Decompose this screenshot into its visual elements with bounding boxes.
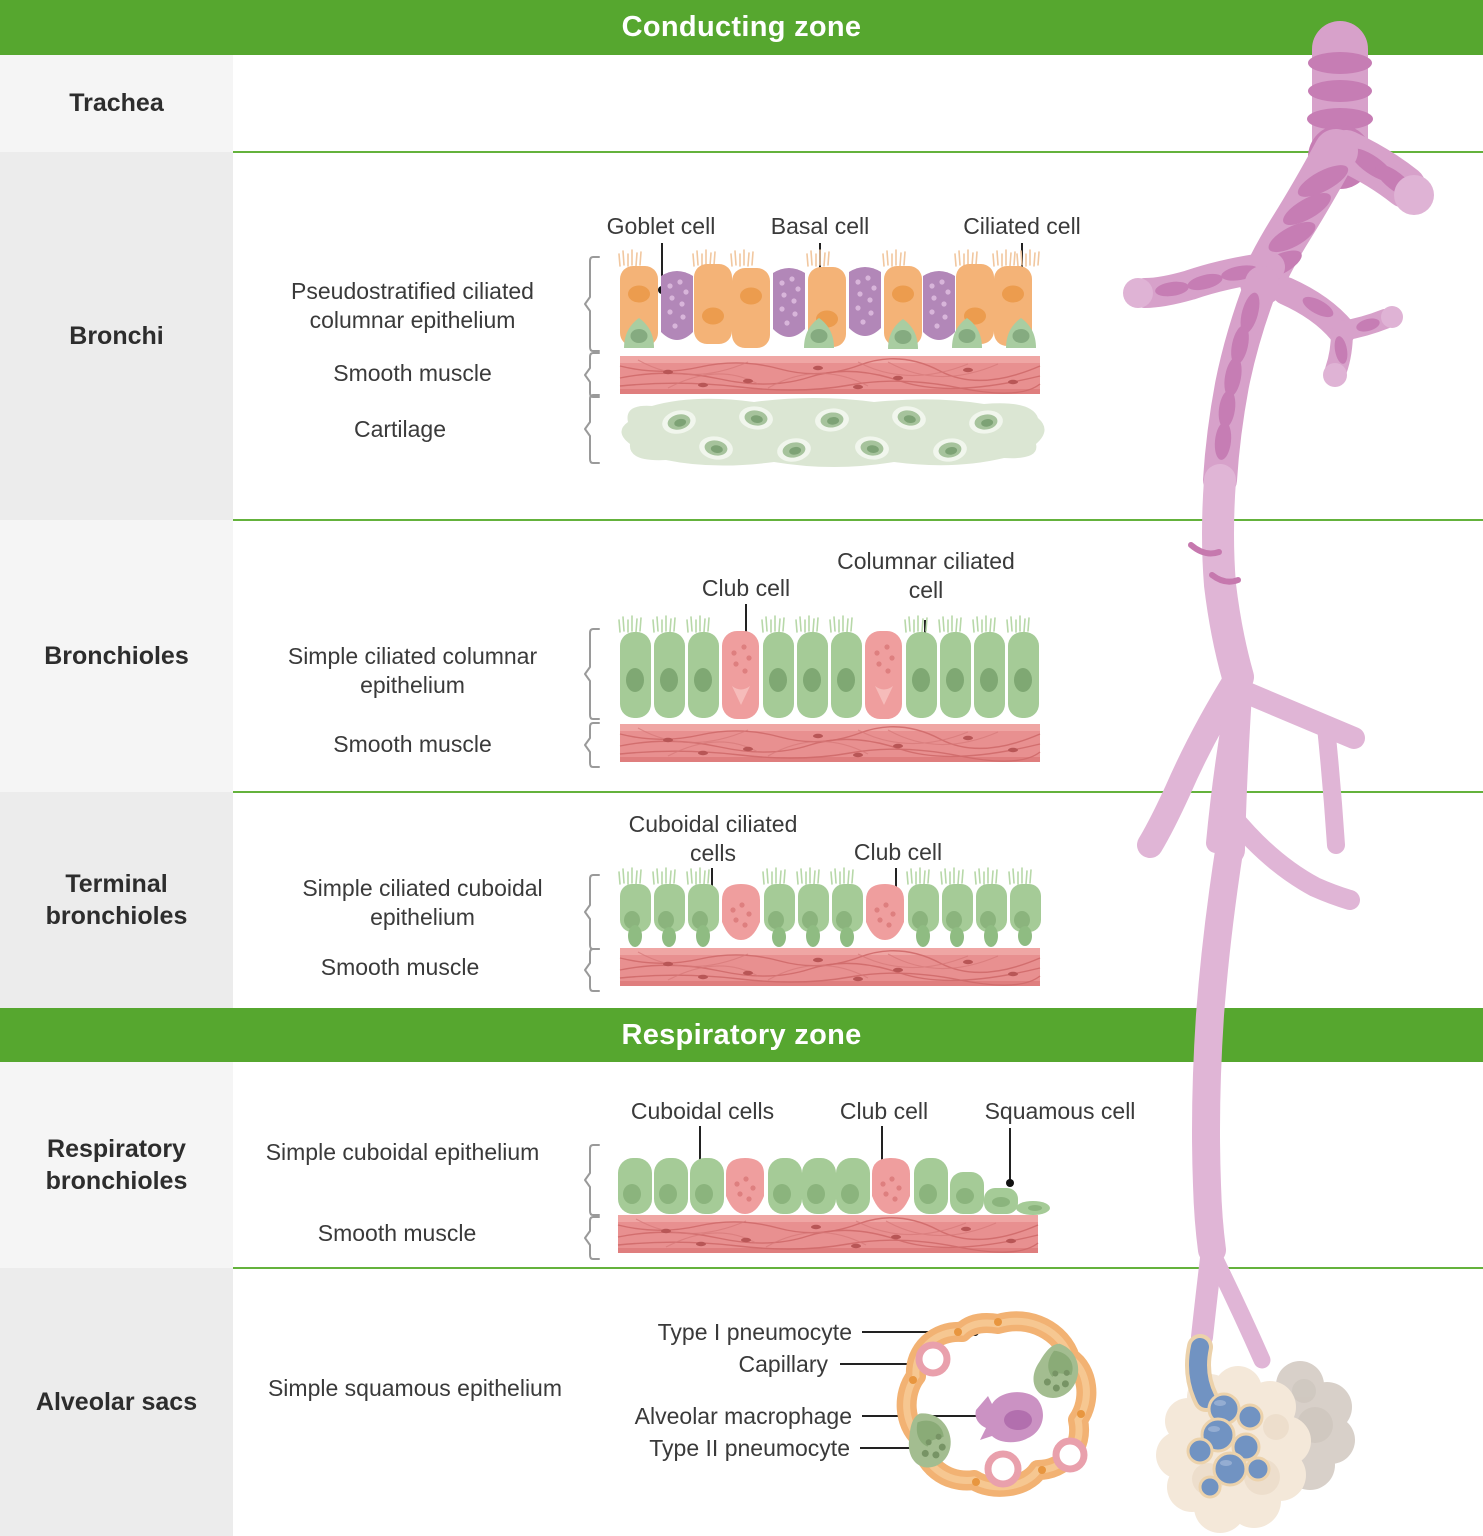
respiratory-smooth-muscle-label: Smooth muscle xyxy=(317,1220,477,1246)
simple-cuboidal-epithelium-label: Simple cuboidal epithelium xyxy=(265,1139,540,1165)
respiratory-zone-title: Respiratory zone xyxy=(621,1018,862,1051)
divider-respiratory-alveolar xyxy=(233,1267,1483,1269)
sidebar-label-bronchioles: Bronchioles xyxy=(44,641,189,670)
simple-ciliated-cuboidal-epithelium-label: Simple ciliated cuboidal epithelium xyxy=(302,875,543,930)
pseudostratified-epithelium-label: Pseudostratified ciliated columnar epith… xyxy=(291,278,534,333)
terminal-smooth-muscle-illustration xyxy=(619,947,1041,987)
sidebar-label-bronchi: Bronchi xyxy=(69,321,164,350)
respiratory-club-pointer-line xyxy=(881,1126,883,1176)
divider-trachea-bronchi xyxy=(233,151,1483,153)
cuboidal-ciliated-pointer-line xyxy=(711,868,713,902)
type-i-pneumocyte-label: Type I pneumocyte xyxy=(657,1319,852,1345)
conducting-zone-banner: Conducting zone xyxy=(0,0,1483,55)
cartilage-illustration xyxy=(621,398,1045,467)
ciliated-cell-label: Ciliated cell xyxy=(963,213,1081,239)
simple-ciliated-columnar-epithelium-illustration xyxy=(618,615,1039,719)
sidebar-row-trachea: Trachea xyxy=(0,55,233,152)
sidebar-row-bronchi: Bronchi xyxy=(0,152,233,520)
respiratory-muscle-brace xyxy=(584,1216,600,1260)
type-ii-pneumocyte-label: Type II pneumocyte xyxy=(649,1435,850,1461)
type-i-pointer-line xyxy=(862,1331,974,1333)
columnar-ciliated-cell-label: Columnar ciliated cell xyxy=(837,548,1015,603)
respiratory-zone-banner: Respiratory zone xyxy=(0,1008,1483,1062)
divider-bronchi-bronchioles xyxy=(233,519,1483,521)
simple-squamous-epithelium-label: Simple squamous epithelium xyxy=(267,1375,563,1401)
bronchioles-epithelium-brace xyxy=(584,628,600,720)
bronchi-smooth-muscle-label: Smooth muscle xyxy=(333,360,492,386)
conducting-zone-title: Conducting zone xyxy=(621,11,862,43)
squamous-cell-pointer-line xyxy=(1009,1128,1011,1182)
sidebar-row-alveolar-sacs: Alveolar sacs xyxy=(0,1268,233,1536)
sidebar-row-terminal-bronchioles: Terminal bronchioles xyxy=(0,792,233,1008)
respiratory-club-cell-label: Club cell xyxy=(839,1098,929,1124)
goblet-cell-label: Goblet cell xyxy=(606,213,716,239)
bronchioles-smooth-muscle-label: Smooth muscle xyxy=(333,731,492,757)
cuboidal-cells-label: Cuboidal cells xyxy=(630,1098,775,1124)
cuboidal-ciliated-cells-label: Cuboidal ciliated cells xyxy=(628,811,798,866)
squamous-cell-label: Squamous cell xyxy=(984,1098,1136,1124)
alveolus-illustration xyxy=(896,1311,1097,1497)
bronchioles-muscle-brace xyxy=(584,722,600,768)
goblet-cell-pointer-line xyxy=(661,243,663,289)
bronchial-tree-illustration xyxy=(1123,21,1434,1533)
terminal-muscle-brace xyxy=(584,948,600,992)
cartilage-label: Cartilage xyxy=(353,416,447,442)
simple-cuboidal-epithelium-illustration xyxy=(618,1158,1050,1215)
bronchioles-smooth-muscle-illustration xyxy=(619,723,1041,763)
cartilage-brace xyxy=(584,394,600,464)
respiratory-epithelium-brace xyxy=(584,1144,600,1216)
terminal-club-cell-label: Club cell xyxy=(853,839,943,865)
respiratory-smooth-muscle-illustration xyxy=(617,1214,1039,1254)
sidebar-label-respiratory-bronchioles: Respiratory bronchioles xyxy=(45,1134,188,1196)
bronchi-muscle-brace xyxy=(584,352,600,398)
basal-cell-label: Basal cell xyxy=(770,213,870,239)
cuboidal-cells-pointer-line xyxy=(699,1126,701,1178)
capillary-label: Capillary xyxy=(738,1351,828,1377)
sidebar-label-alveolar-sacs: Alveolar sacs xyxy=(35,1387,198,1416)
type-ii-pointer-line xyxy=(860,1447,928,1449)
bronchi-epithelium-brace xyxy=(584,256,600,352)
sidebar-row-bronchioles: Bronchioles xyxy=(0,520,233,792)
simple-ciliated-cuboidal-epithelium-illustration xyxy=(618,867,1041,947)
simple-ciliated-columnar-epithelium-label: Simple ciliated columnar epithelium xyxy=(287,643,538,698)
alveolar-macrophage-label: Alveolar macrophage xyxy=(634,1403,852,1429)
divider-bronchioles-terminal xyxy=(233,791,1483,793)
squamous-cell-pointer-dot xyxy=(1006,1179,1014,1187)
sidebar-label-trachea: Trachea xyxy=(69,89,164,118)
terminal-epithelium-brace xyxy=(584,874,600,950)
pseudostratified-epithelium-illustration xyxy=(618,249,1040,349)
sidebar-row-respiratory-bronchioles: Respiratory bronchioles xyxy=(0,1062,233,1268)
terminal-smooth-muscle-label: Smooth muscle xyxy=(320,954,480,980)
sidebar-label-terminal-bronchioles: Terminal bronchioles xyxy=(45,869,188,931)
bronchioles-club-cell-label: Club cell xyxy=(701,575,791,601)
capillary-pointer-line xyxy=(840,1363,926,1365)
